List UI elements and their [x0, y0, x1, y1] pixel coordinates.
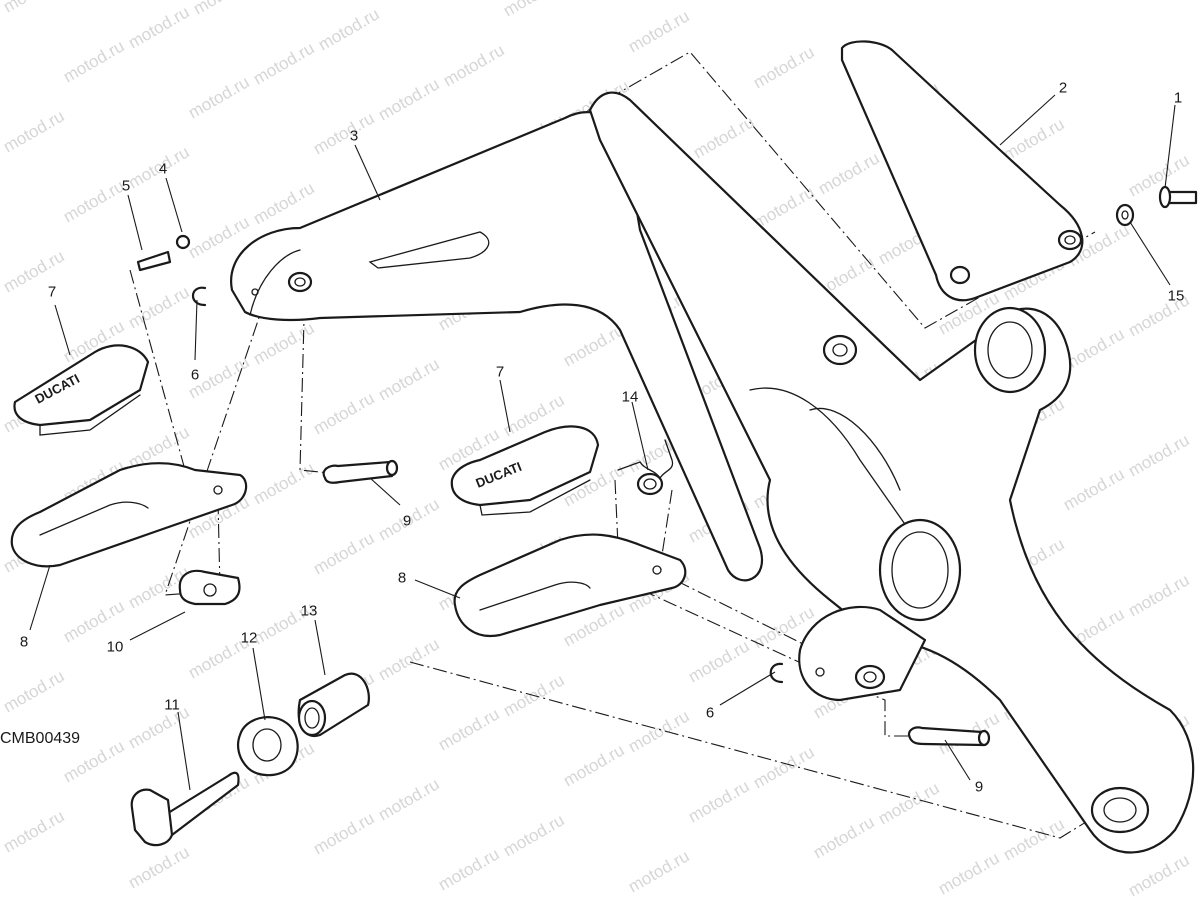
callout-15: 15 [1167, 287, 1185, 305]
callout-11: 11 [164, 696, 180, 714]
callout-2: 2 [1058, 79, 1068, 97]
callout-10: 10 [106, 638, 124, 656]
callout-7-left: 7 [47, 283, 57, 301]
part-8-left-footpeg [10, 462, 248, 568]
callout-4: 4 [158, 160, 168, 178]
callout-9-lower: 9 [974, 778, 984, 796]
part-7-right-footpeg-rubber: DUCATI [450, 425, 600, 516]
part-2-heel-guard [840, 40, 1084, 302]
part-15-washer [1115, 203, 1135, 227]
part-4-ball [175, 234, 191, 250]
callout-12: 12 [240, 629, 258, 647]
part-7-left-footpeg-rubber: DUCATI [13, 344, 150, 436]
callout-8-right: 8 [397, 569, 407, 587]
callout-3: 3 [349, 127, 359, 145]
callout-7-right: 7 [495, 363, 505, 381]
callout-13: 13 [300, 602, 318, 620]
part-6-circlip-right [769, 662, 784, 684]
leader-lines [29, 94, 1176, 791]
part-14-spring [617, 439, 674, 496]
callout-8-left: 8 [19, 633, 29, 651]
part-11-bolt [130, 771, 240, 847]
part-12-nut [237, 716, 299, 777]
part-1-screw [1158, 185, 1198, 209]
callout-14: 14 [621, 388, 639, 406]
drawing-code: CMB00439 [0, 730, 81, 747]
part-9-pin-lower [907, 726, 991, 747]
callout-1: 1 [1173, 89, 1183, 107]
part-9-pin-upper [322, 459, 399, 484]
part-8-right-footpeg [453, 533, 687, 638]
part-10-pivot-bushing [178, 569, 241, 606]
part-3-footpeg-bracket [230, 111, 763, 582]
callout-6-left: 6 [190, 366, 200, 384]
part-13-bushing-threaded [297, 672, 370, 738]
callout-6-right: 6 [705, 704, 715, 722]
callout-9-upper: 9 [402, 512, 412, 530]
part-6-circlip-left [191, 286, 207, 307]
part-frame-hanger [588, 91, 1195, 854]
callout-5: 5 [121, 177, 131, 195]
part-5-spring [136, 250, 172, 272]
